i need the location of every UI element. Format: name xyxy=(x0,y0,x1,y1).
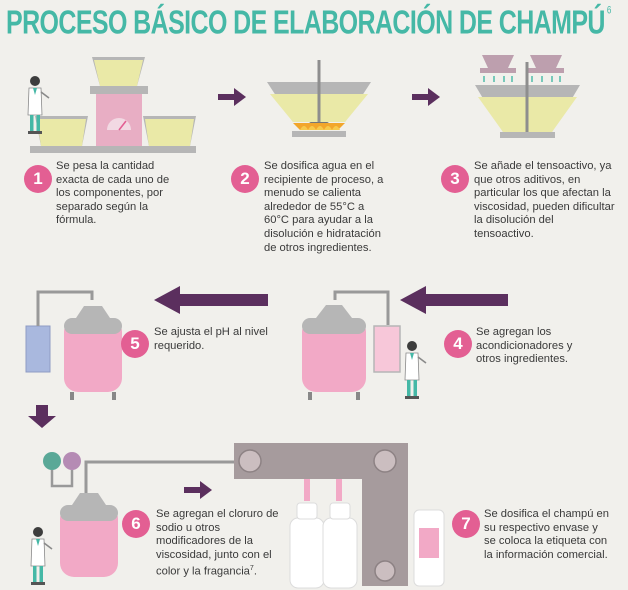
bottle-icon xyxy=(289,502,325,589)
arrow-icon xyxy=(400,286,508,314)
step-6-text-end: . xyxy=(253,566,257,579)
bottle-icon xyxy=(413,509,445,587)
filling-machine xyxy=(234,443,408,586)
scientist-icon xyxy=(30,526,53,586)
title-reference: 6 xyxy=(606,4,611,17)
arrow-icon xyxy=(412,88,440,106)
conditioner-tank xyxy=(302,290,401,400)
step-6-text-body: Se agregan el cloruro de sodio u otros m… xyxy=(156,508,279,579)
step-2-text: Se dosifica agua en el recipiente de pro… xyxy=(264,160,384,254)
weighing-station xyxy=(30,57,196,153)
step-7-text: Se dosifica el champú en su respectivo e… xyxy=(484,508,610,561)
arrow-icon xyxy=(154,286,268,314)
mixing-tank-icon xyxy=(43,452,235,577)
step-6-reference: 7 xyxy=(249,565,254,573)
step-4-badge: 4 xyxy=(444,330,472,358)
arrow-icon xyxy=(184,481,212,499)
step-7-badge: 7 xyxy=(452,510,480,538)
step-6-badge: 6 xyxy=(122,510,150,538)
step-3-text: Se añade el tensoactivo, ya que otros ad… xyxy=(474,160,615,240)
arrow-icon xyxy=(218,88,246,106)
heated-tank-icon xyxy=(267,60,371,137)
ph-tank xyxy=(25,290,122,400)
step-6-text: Se agregan el cloruro de sodio u otros m… xyxy=(156,508,286,580)
title-text: PROCESO BÁSICO DE ELABORACIÓN DE CHAMPÚ xyxy=(6,4,605,42)
step-2-badge: 2 xyxy=(231,165,259,193)
arrow-icon xyxy=(28,405,56,428)
step-1-text: Se pesa la cantidad exacta de cada uno d… xyxy=(56,160,170,227)
step-3-badge: 3 xyxy=(441,165,469,193)
step-5-text: Se ajusta el pH al nivel requerido. xyxy=(154,326,268,352)
bottle-icon xyxy=(322,502,358,589)
step-4-text: Se agregan los acondicionadores y otros … xyxy=(476,326,573,366)
step-5-badge: 5 xyxy=(121,330,149,358)
shower-hopper-icon xyxy=(475,55,580,138)
step-1-badge: 1 xyxy=(24,165,52,193)
scientist-icon xyxy=(404,340,427,400)
